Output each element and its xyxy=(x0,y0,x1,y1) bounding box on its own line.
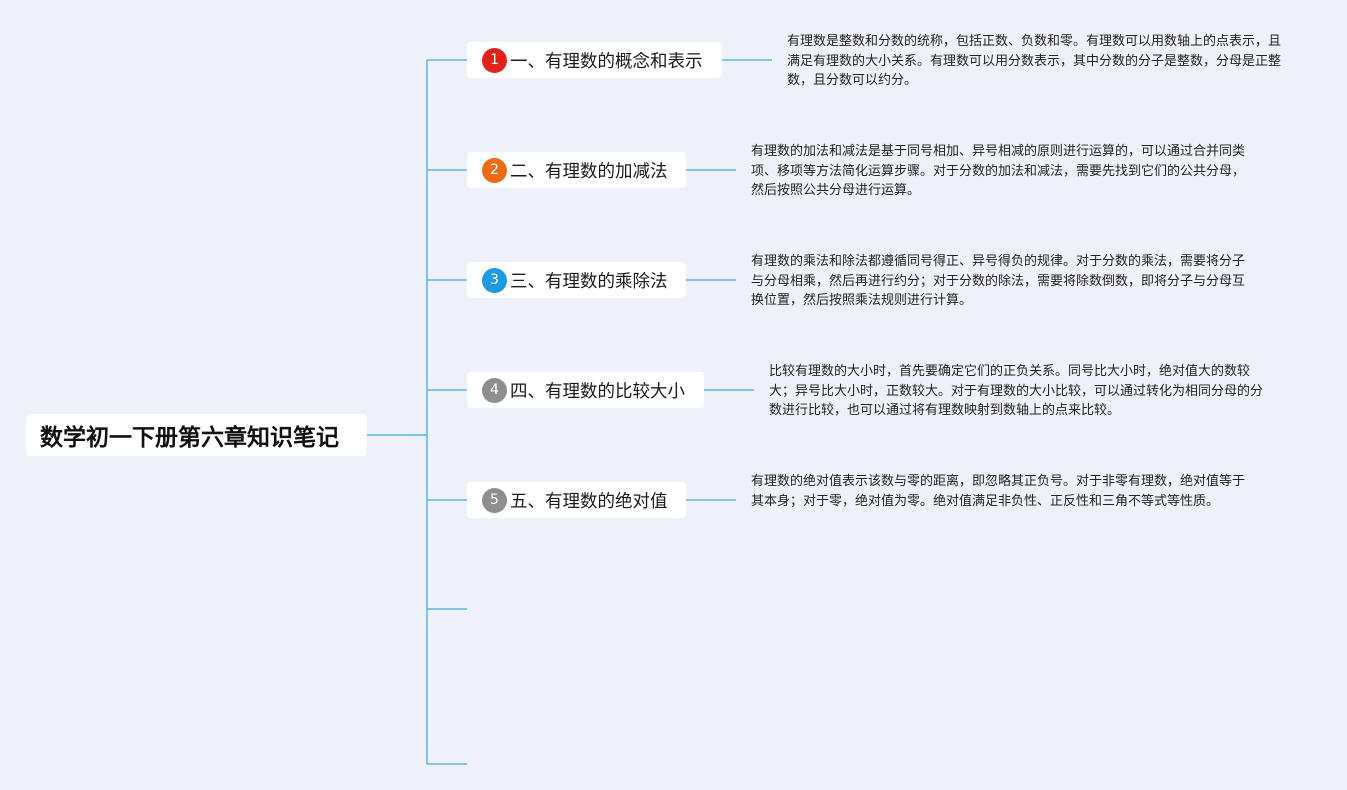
branch-node-2[interactable]: 2 二、有理数的加减法 xyxy=(467,152,686,188)
branch-note-2: 有理数的加法和减法是基于同号相加、异号相减的原则进行运算的，可以通过合并同类项、… xyxy=(751,144,1246,198)
root-title: 数学初一下册第六章知识笔记 xyxy=(40,425,339,451)
branch-title: 二、有理数的加减法 xyxy=(510,161,668,182)
number-badge-icon: 2 xyxy=(482,157,507,183)
branch-note-4: 比较有理数的大小时，首先要确定它们的正负关系。同号比大小时，绝对值大的数较大；异… xyxy=(769,364,1264,418)
branch-note-3: 有理数的乘法和除法都遵循同号得正、异号得负的规律。对于分数的乘法，需要将分子与分… xyxy=(751,254,1246,308)
branch-note-1: 有理数是整数和分数的统称，包括正数、负数和零。有理数可以用数轴上的点表示，且满足… xyxy=(787,34,1282,88)
branch-note-5: 有理数的绝对值表示该数与零的距离，即忽略其正负号。对于非零有理数，绝对值等于其本… xyxy=(751,474,1246,509)
root-node[interactable]: 数学初一下册第六章知识笔记 xyxy=(26,414,367,456)
number-badge-icon: 3 xyxy=(482,267,507,293)
number-badge-icon: 5 xyxy=(482,487,507,513)
branch-title: 四、有理数的比较大小 xyxy=(510,381,685,402)
branch-title: 一、有理数的概念和表示 xyxy=(510,51,703,72)
number-badge-icon: 1 xyxy=(482,47,507,73)
branch-node-3[interactable]: 3 三、有理数的乘除法 xyxy=(467,262,686,298)
branch-title: 五、有理数的绝对值 xyxy=(510,491,668,512)
branch-title: 三、有理数的乘除法 xyxy=(510,271,668,292)
branch-node-1[interactable]: 1 一、有理数的概念和表示 xyxy=(467,42,722,78)
number-badge-icon: 4 xyxy=(482,377,507,403)
branch-node-4[interactable]: 4 四、有理数的比较大小 xyxy=(467,372,704,408)
branch-node-5[interactable]: 5 五、有理数的绝对值 xyxy=(467,482,686,518)
